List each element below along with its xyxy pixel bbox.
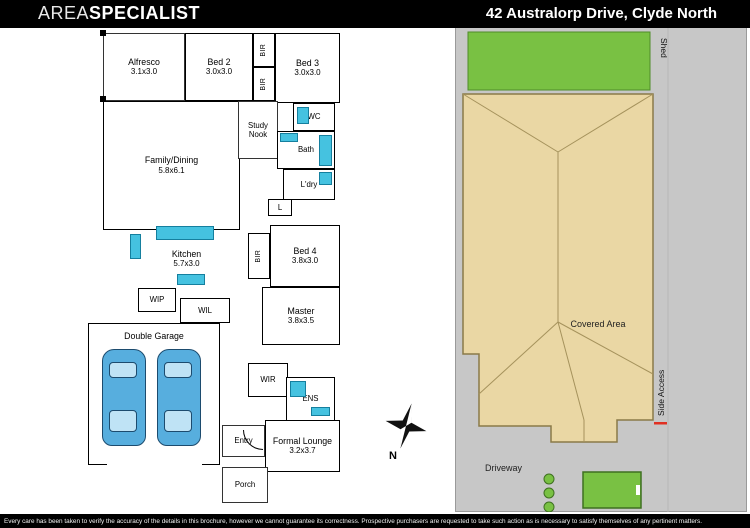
shed-label: Shed: [659, 38, 669, 58]
car-windshield: [164, 362, 192, 378]
room-bir-1: BIR: [253, 33, 275, 67]
room-dims-label: 5.8x6.1: [158, 165, 185, 175]
room-bed-4: Bed 4 3.8x3.0: [270, 225, 340, 287]
car-rear-window: [164, 410, 192, 432]
garden-shed: [582, 471, 642, 509]
driveway-label: Driveway: [485, 463, 523, 473]
room-name-label: BIR: [259, 77, 267, 91]
room-wip: WIP: [138, 288, 176, 312]
car-windshield: [109, 362, 137, 378]
kitchen-island-icon: [156, 226, 214, 240]
room-master: Master 3.8x3.5: [262, 287, 340, 345]
plant-icon: [543, 473, 555, 485]
room-name-label: Master: [287, 305, 315, 316]
room-name-label: Porch: [234, 480, 256, 490]
car-icon: [157, 349, 201, 446]
compass-star: [385, 403, 427, 449]
room-wir: WIR: [248, 363, 288, 397]
room-name-label: Bed 4: [293, 245, 317, 256]
plant-icon: [543, 501, 555, 512]
room-dims-label: 3.2x3.7: [289, 446, 316, 456]
room-dims-label: 5.7x3.0: [173, 259, 200, 269]
room-name-label: Study Nook: [248, 120, 268, 139]
boundary-red-mark: [654, 422, 667, 425]
room-name-label: L'dry: [300, 179, 318, 189]
room-porch: Porch: [222, 467, 268, 503]
room-bed-3: Bed 3 3.0x3.0: [275, 33, 340, 103]
room-name-label: WIL: [198, 305, 212, 315]
alfresco-post: [100, 96, 106, 102]
brand-area-text: AREA: [38, 3, 90, 23]
floor-plan: Alfresco 3.1x3.0 Bed 2 3.0x3.0 BIR BIR B…: [88, 30, 427, 503]
garage-door-opening: [107, 461, 202, 466]
room-bir-2: BIR: [253, 67, 275, 101]
room-dims-label: 3.8x3.5: [287, 316, 315, 326]
bath-vanity-icon: [280, 133, 298, 142]
room-name-label: BIR: [259, 43, 267, 57]
roof-lines: [462, 93, 654, 442]
room-name-label: WC: [307, 112, 321, 122]
grass-area: [467, 31, 651, 91]
room-name-label: ENS: [302, 394, 319, 404]
disclaimer-text: Every care has been taken to verify the …: [4, 517, 702, 525]
compass-star-highlight: [400, 426, 406, 449]
footer-bar: Every care has been taken to verify the …: [0, 514, 750, 528]
room-name-label: Kitchen: [171, 248, 202, 259]
room-formal-lounge: Formal Lounge 3.2x3.7: [265, 420, 340, 472]
site-plan: Covered Area Shed Side Access Driveway: [455, 24, 747, 512]
brand-logo: AREASPECIALIST: [38, 3, 200, 24]
side-access-label: Side Access: [656, 370, 666, 416]
room-linen: L: [268, 199, 292, 216]
laundry-trough-icon: [319, 172, 332, 185]
room-name-label: WIR: [260, 375, 276, 385]
room-family-dining: Family/Dining 5.8x6.1: [103, 101, 240, 230]
compass-icon: [385, 403, 427, 449]
room-name-label: Entry: [234, 436, 253, 446]
room-bir-3: BIR: [248, 233, 270, 279]
room-name-label: Bed 2: [207, 56, 231, 67]
property-address: 42 Australorp Drive, Clyde North: [485, 5, 717, 22]
room-name-label: L: [277, 202, 283, 212]
fridge-icon: [130, 234, 141, 259]
roof-hip-line: [478, 321, 559, 395]
room-alfresco: Alfresco 3.1x3.0: [103, 33, 185, 101]
ens-vanity-icon: [311, 407, 330, 416]
plant-icon: [543, 487, 555, 499]
room-name-label: BIR: [254, 249, 262, 263]
room-name-label: Bed 3: [296, 57, 319, 68]
room-bed-2: Bed 2 3.0x3.0: [185, 33, 253, 101]
room-dims-label: 3.0x3.0: [205, 67, 233, 77]
roof-hip-line: [557, 321, 654, 375]
compass-star-highlight: [406, 403, 412, 426]
roof-hip-line: [462, 93, 559, 153]
room-study-nook: Study Nook: [238, 101, 278, 159]
covered-area-label: Covered Area: [570, 319, 625, 329]
room-name-label: Alfresco: [128, 56, 160, 67]
room-name-label: Family/Dining: [144, 155, 199, 166]
room-dims-label: 3.0x3.0: [294, 68, 321, 78]
car-icon: [102, 349, 146, 446]
header-bar: AREASPECIALIST 42 Australorp Drive, Clyd…: [0, 0, 750, 28]
car-rear-window: [109, 410, 137, 432]
toilet-icon: [297, 107, 309, 124]
room-name-label: Formal Lounge: [272, 435, 333, 446]
roof-hip-line: [557, 93, 654, 153]
room-name-label: WIP: [149, 295, 165, 305]
room-wil: WIL: [180, 298, 230, 323]
shower-icon: [290, 381, 306, 397]
room-dims-label: 3.1x3.0: [130, 67, 158, 77]
alfresco-post: [100, 30, 106, 36]
kitchen-bench-icon: [177, 274, 205, 285]
room-dims-label: 3.8x3.0: [291, 256, 319, 266]
roof-hip-line: [557, 321, 585, 421]
brand-specialist-text: SPECIALIST: [89, 3, 201, 23]
room-name-label: Double Garage: [124, 331, 184, 341]
compass-north-label: N: [389, 450, 397, 462]
garden-shed-door: [636, 485, 640, 495]
room-name-label: Bath: [297, 145, 315, 155]
bathtub-icon: [319, 135, 332, 166]
